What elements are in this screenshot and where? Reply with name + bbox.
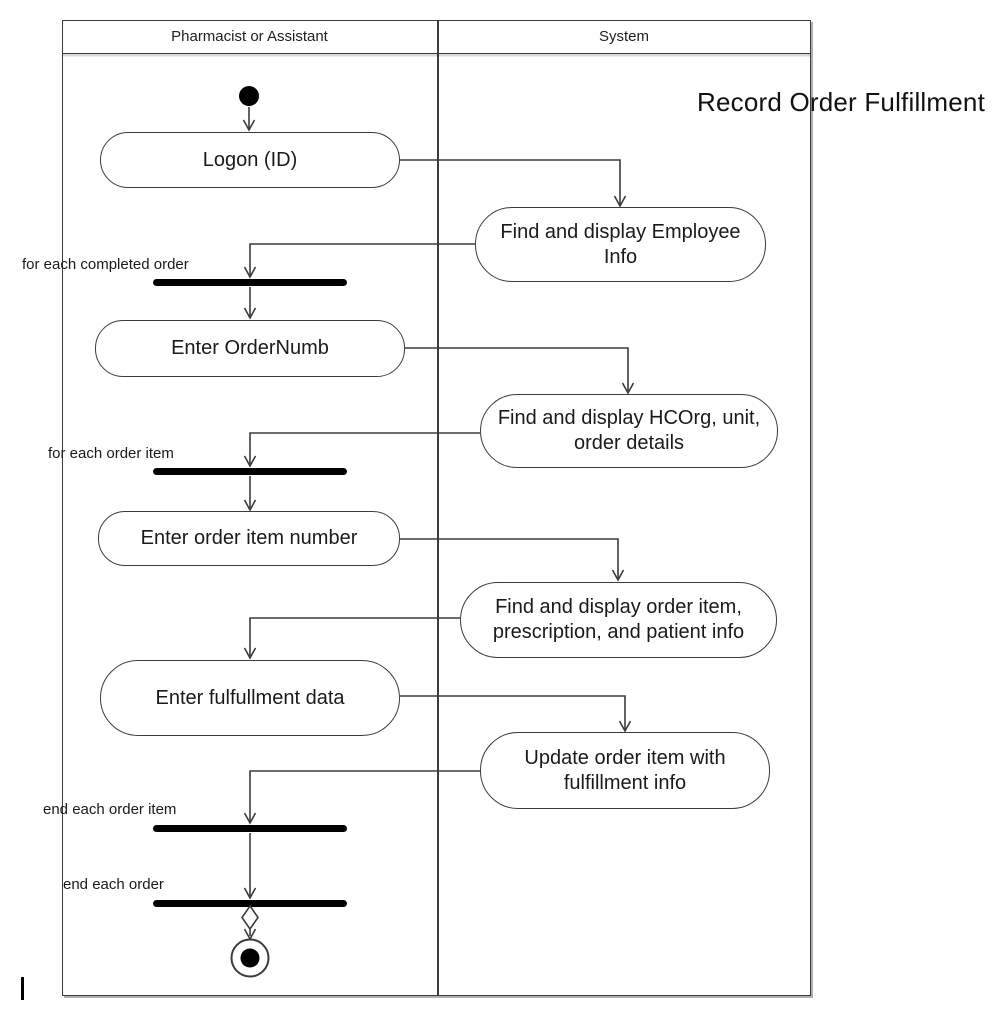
flow-label-end-each-order: end each order [63, 876, 164, 893]
flow-find-hcorg-to-fork2 [243, 432, 480, 468]
activity-update-order-item: Update order item with fulfillment info [480, 732, 770, 809]
sync-bar-end-each-order [153, 900, 347, 907]
text-cursor [21, 977, 24, 1000]
activity-find-order-item: Find and display order item, prescriptio… [460, 582, 777, 658]
flow-enter-item-number-to-find-order-item [400, 538, 625, 582]
lane-header-pharmacist: Pharmacist or Assistant [62, 20, 437, 54]
flow-fork2-to-enter-item-number [243, 476, 257, 512]
sync-bar-for-each-completed-order [153, 279, 347, 286]
flow-update-to-join1 [243, 770, 480, 825]
activity-find-employee: Find and display Employee Info [475, 207, 766, 282]
activity-logon: Logon (ID) [100, 132, 400, 188]
sync-bar-end-each-order-item [153, 825, 347, 832]
flow-enter-fulfillment-to-update [400, 695, 632, 733]
activity-enter-ordernumb: Enter OrderNumb [95, 320, 405, 377]
lane-header-label: System [598, 28, 649, 45]
lane-header-system: System [437, 20, 811, 54]
activity-enter-order-item-number: Enter order item number [98, 511, 400, 566]
flow-label-for-each-order-item: for each order item [48, 445, 174, 462]
flow-start-to-logon [242, 107, 256, 132]
final-node [230, 938, 270, 978]
flow-label-for-each-completed-order: for each completed order [22, 256, 189, 273]
lane-divider [437, 20, 439, 996]
flow-logon-to-find-employee [400, 159, 627, 208]
sync-bar-for-each-order-item [153, 468, 347, 475]
flow-fork1-to-enter-ordernumb [243, 287, 257, 320]
flow-join1-to-join2 [243, 833, 257, 900]
initial-node [239, 86, 259, 106]
flow-label-end-each-order-item: end each order item [43, 801, 177, 818]
flow-find-employee-to-fork1 [243, 243, 475, 279]
diagram-frame [62, 20, 811, 996]
activity-enter-fulfillment: Enter fulfullment data [100, 660, 400, 736]
activity-find-hcorg: Find and display HCOrg, unit, order deta… [480, 394, 778, 468]
lane-header-label: Pharmacist or Assistant [171, 28, 328, 45]
flow-enter-ordernumb-to-find-hcorg [405, 347, 635, 395]
flow-find-order-item-to-enter-fulfillment [243, 617, 460, 660]
diagram-title: Record Order Fulfillment [697, 87, 985, 117]
merge-diamond [241, 904, 259, 931]
